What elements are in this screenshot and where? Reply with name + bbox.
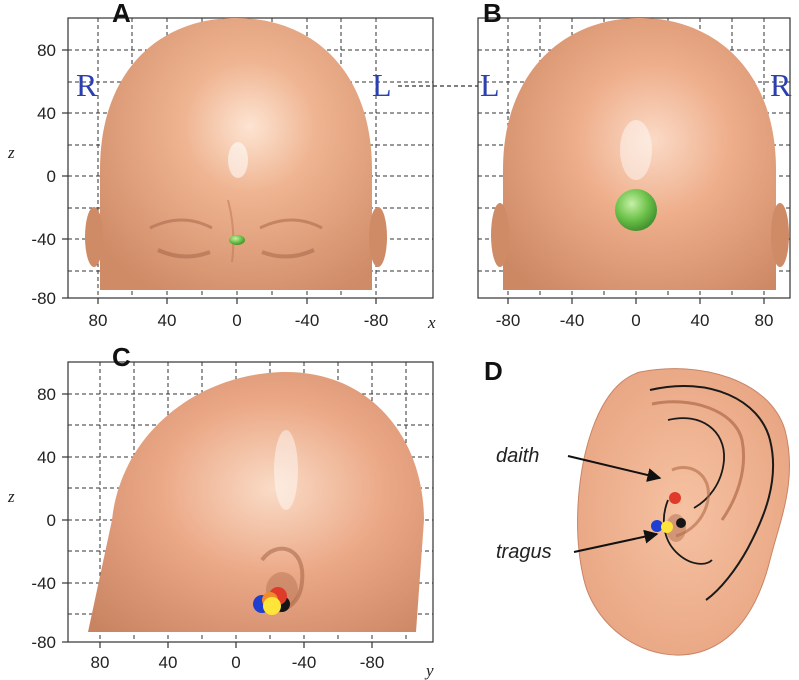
panel-a-x-axis-label: x (427, 313, 436, 332)
panel-a-x-tick: -40 (295, 311, 320, 330)
panel-a-z-tick: 40 (37, 104, 56, 123)
panel-c-y-tick: -80 (360, 653, 385, 672)
panel-a-side-left: R (76, 67, 98, 103)
panel-d-letter: D (484, 356, 503, 386)
panel-a-letter: A (112, 0, 131, 28)
panel-c-y-tick: 80 (91, 653, 110, 672)
panel-c: C 80 40 0 -40 -80 z 80 40 0 -40 -80 y (7, 342, 434, 680)
green-marker-small (229, 235, 245, 245)
panel-b-side-left: L (480, 67, 500, 103)
panel-b-x-tick: 0 (631, 311, 640, 330)
panel-a-z-tick: 0 (47, 167, 56, 186)
panel-b-side-right: R (770, 67, 792, 103)
panel-a-z-axis-label: z (7, 143, 15, 162)
ear-electrode-red (669, 492, 681, 504)
panel-a-side-right: L (372, 67, 392, 103)
panel-c-y-axis-label: y (424, 661, 434, 680)
ear-electrode-black (676, 518, 686, 528)
panel-b-x-tick: 80 (755, 311, 774, 330)
daith-label: daith (496, 445, 539, 467)
panel-a-z-tick: -40 (31, 230, 56, 249)
head-front (85, 18, 387, 290)
panel-b-x-tick: 40 (691, 311, 710, 330)
panel-d: D daith tragus (484, 356, 790, 655)
panel-a-x-tick: 80 (89, 311, 108, 330)
panel-b-x-tick: -80 (496, 311, 521, 330)
panel-c-y-tick: 0 (231, 653, 240, 672)
head-side (88, 372, 424, 632)
panel-c-y-tick: -40 (292, 653, 317, 672)
panel-c-z-tick: -40 (31, 574, 56, 593)
panel-b-letter: B (483, 0, 502, 28)
panel-a-z-tick: -80 (31, 289, 56, 308)
panel-c-z-tick: 0 (47, 511, 56, 530)
panel-a-z-tick: 80 (37, 41, 56, 60)
head-back (491, 18, 789, 290)
ear-electrode-yellow (661, 521, 673, 533)
green-marker-large (615, 189, 657, 231)
panel-c-z-axis-label: z (7, 487, 15, 506)
panel-c-z-tick: -80 (31, 633, 56, 652)
panel-a-x-tick: -80 (364, 311, 389, 330)
panel-b-tickmarks (508, 298, 764, 304)
ear-illustration (578, 369, 790, 655)
tragus-label: tragus (496, 541, 552, 563)
panel-a-x-tick: 0 (232, 311, 241, 330)
panel-c-y-tick: 40 (159, 653, 178, 672)
panel-c-z-tick: 80 (37, 385, 56, 404)
panel-c-z-tick: 40 (37, 448, 56, 467)
panel-a: A R L 80 40 0 -40 -80 z 80 40 0 -40 -80 … (7, 0, 436, 332)
panel-b: B L R -80 -40 0 40 80 (398, 0, 792, 330)
panel-a-x-tick: 40 (158, 311, 177, 330)
electrode-yellow (263, 597, 281, 615)
panel-c-letter: C (112, 342, 131, 372)
panel-b-x-tick: -40 (560, 311, 585, 330)
